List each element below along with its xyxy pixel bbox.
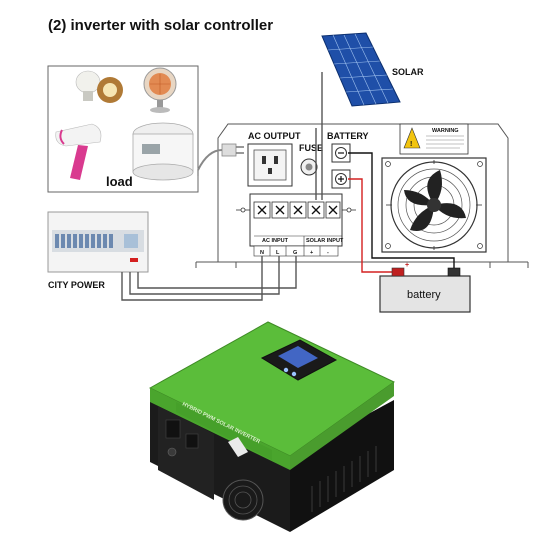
- warning-label-icon: !: [399, 123, 469, 155]
- load-label: load: [106, 174, 133, 189]
- fuse-label: FUSE: [299, 143, 323, 153]
- battery-terminal-negative: [331, 143, 351, 163]
- battery-top-label: BATTERY: [327, 131, 369, 141]
- diagram-title: (2) inverter with solar controller: [48, 17, 273, 34]
- battery-terminal-positive: [331, 169, 351, 189]
- plug-icon: [197, 143, 244, 171]
- terminal-n-label: N: [260, 250, 264, 256]
- ac-input-label: AC INPUT: [262, 238, 289, 244]
- battery-positive-wire: [348, 178, 398, 273]
- warning-text: WARNING: [432, 128, 459, 134]
- hair-dryer-icon: [55, 123, 102, 180]
- battery-icon: +: [379, 262, 471, 313]
- ac-output-label: AC OUTPUT: [248, 131, 301, 141]
- fuse-icon: [300, 158, 318, 176]
- svg-text:!: !: [410, 141, 412, 148]
- solar-panel-icon: [321, 32, 401, 107]
- terminal-g-label: G: [293, 250, 297, 256]
- front-fan-icon: [222, 479, 264, 521]
- terminal-block: [236, 193, 356, 247]
- terminal-l-label: L: [276, 250, 280, 256]
- light-bulb-icon: [75, 70, 123, 103]
- terminal-minus-label: -: [327, 250, 329, 256]
- terminal-plus-label: +: [310, 250, 313, 256]
- fan-icon: [381, 157, 487, 253]
- load-appliances-box: load: [47, 65, 199, 193]
- battery-label: battery: [407, 289, 441, 301]
- ac-output-socket: [247, 143, 293, 187]
- city-power-wires: [121, 256, 297, 301]
- breaker-panel-icon: [47, 211, 149, 273]
- solar-label: SOLAR: [392, 67, 424, 77]
- heater-icon: [143, 67, 177, 113]
- inverter-back-panel: [195, 123, 529, 268]
- battery-negative-wire: [348, 152, 455, 270]
- city-power-label: CITY POWER: [48, 280, 105, 290]
- solar-input-label: SOLAR INPUT: [306, 238, 344, 244]
- rice-cooker-icon: [132, 122, 194, 181]
- inverter-product-photo: [148, 321, 395, 532]
- svg-text:+: +: [405, 262, 409, 269]
